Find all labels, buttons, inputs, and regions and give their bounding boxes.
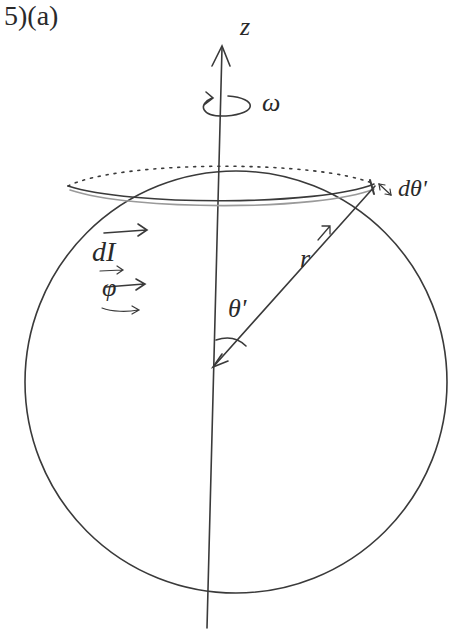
dtheta-heads <box>379 184 391 195</box>
radius-label: r <box>300 246 310 272</box>
current-arrow <box>104 224 147 236</box>
rotation-arrow-head <box>205 92 213 104</box>
current-element-label: dI <box>92 238 115 266</box>
phi-hat-arrow <box>100 266 123 274</box>
angular-velocity-label: ω <box>262 90 280 116</box>
axis-label: z <box>240 14 250 40</box>
radius-head <box>213 354 228 367</box>
angle-arc <box>216 338 246 346</box>
sphere-outline <box>25 171 447 593</box>
dtheta-arrow <box>379 184 391 195</box>
angle-increment-label: dθ' <box>398 176 427 200</box>
r-tick-arrow <box>318 226 330 240</box>
ring-back-arc <box>68 166 374 186</box>
ring-front-arc-inner <box>70 189 374 206</box>
ring-front-arc <box>68 184 374 201</box>
angle-label: θ' <box>228 296 246 322</box>
phi-under-arrow <box>102 306 139 314</box>
z-axis-head <box>212 46 230 66</box>
dtheta-tick <box>370 180 374 194</box>
radius-line <box>214 186 375 366</box>
problem-number: 5)(a) <box>4 2 58 30</box>
z-axis <box>207 48 222 628</box>
unit-vector-label: φ <box>102 275 116 301</box>
